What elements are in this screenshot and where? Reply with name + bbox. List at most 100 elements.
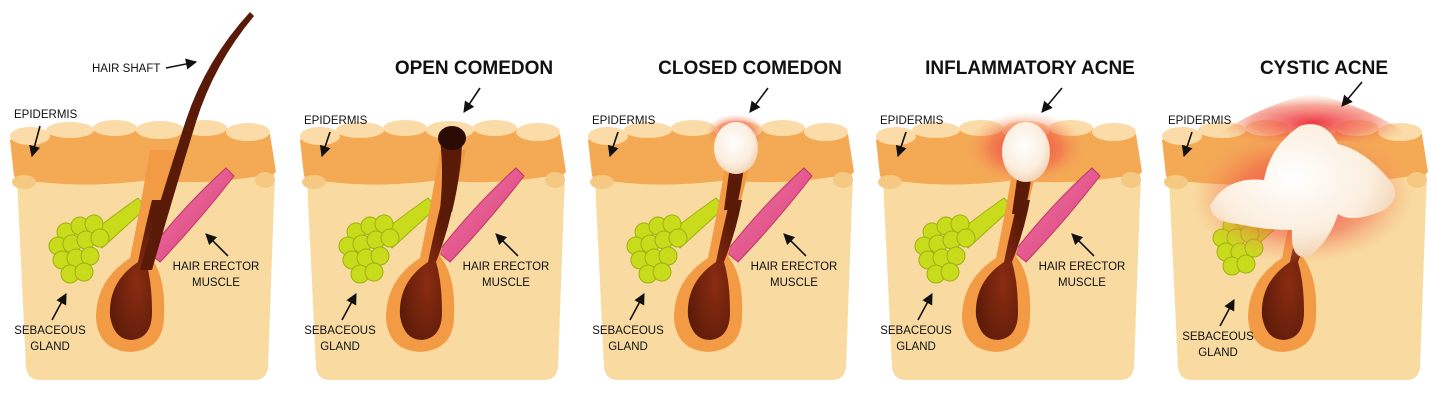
hair-erector-muscle-label-line2: MUSCLE	[482, 277, 530, 289]
sebaceous-gland-label-line2: GLAND	[608, 341, 648, 353]
panel-title: CYSTIC ACNE	[1260, 58, 1388, 79]
skin-surface-bump	[1092, 123, 1136, 141]
hair-erector-muscle	[147, 167, 235, 263]
arrow-icon	[1219, 299, 1235, 327]
hair-shaft	[724, 166, 744, 210]
sebaceous-gland-label: SEBACEOUS	[880, 325, 952, 337]
arrow-icon	[165, 58, 198, 70]
sebaceous-gland-label-line2: GLAND	[320, 341, 360, 353]
arrow-icon	[463, 87, 481, 113]
whitehead-plug	[714, 122, 758, 174]
hair-root	[399, 200, 454, 340]
arrow-icon	[51, 293, 67, 321]
arrow-icon	[1071, 233, 1095, 257]
hair-erector-muscle-label-line2: MUSCLE	[1058, 277, 1106, 289]
skin-surface-bump	[300, 127, 340, 145]
arrow-icon	[341, 293, 357, 321]
pustule	[1002, 122, 1050, 182]
sebaceous-gland-label: SEBACEOUS	[304, 325, 376, 337]
hair-root	[975, 200, 1030, 340]
arrow-icon	[1181, 131, 1193, 158]
sebaceous-gland-label-line2: GLAND	[1198, 347, 1238, 359]
arrow-icon	[629, 293, 645, 321]
skin-edge-bump	[1121, 172, 1141, 188]
cyst	[1210, 124, 1396, 257]
hair-shaft	[1012, 172, 1032, 214]
hair-erector-muscle	[1013, 167, 1101, 263]
skin-surface-bump	[516, 123, 560, 141]
sebaceous-gland-lobule	[370, 246, 390, 266]
hair-shaft	[440, 138, 462, 212]
arrow-icon	[29, 125, 41, 158]
skin-edge-bump	[12, 175, 36, 189]
panel-title: INFLAMMATORY ACNE	[925, 58, 1135, 79]
skin-surface-bump	[671, 120, 715, 136]
epidermis-layer	[10, 127, 276, 185]
sebaceous-gland-lobule	[90, 228, 110, 248]
panel-normal: HAIR SHAFT EPIDERMIS HAIR ERECTOR MUSCLE SEB…	[10, 12, 276, 380]
hair-shaft	[140, 12, 254, 270]
hair-erector-muscle-label-line2: MUSCLE	[192, 277, 240, 289]
sebaceous-gland-lobule	[380, 228, 400, 248]
hair-erector-muscle	[725, 167, 813, 263]
hair-erector-muscle-label-line2: MUSCLE	[770, 277, 818, 289]
skin-edge-bump	[545, 172, 565, 188]
sebaceous-gland-lobule	[658, 246, 678, 266]
sebaceous-gland-label: SEBACEOUS	[14, 325, 86, 337]
skin-surface-bump	[624, 122, 672, 138]
skin-surface-bump	[473, 120, 517, 136]
panel-closed-comedon: CLOSED COMEDON EPIDERMIS HAIR ERECTOR MUSCL…	[588, 58, 854, 380]
epidermis-label: EPIDERMIS	[14, 109, 78, 121]
sebaceous-gland-lobule	[80, 246, 100, 266]
sebaceous-gland-lobule	[1236, 254, 1256, 274]
epidermis-label: EPIDERMIS	[592, 115, 656, 127]
skin-edge-bump	[590, 175, 614, 189]
skin-surface-bump	[588, 127, 628, 145]
hair-erector-muscle-label: HAIR ERECTOR	[751, 261, 838, 273]
skin-surface-bump	[226, 123, 270, 141]
arrow-icon	[783, 233, 807, 257]
skin-surface-bump	[10, 127, 50, 145]
hair-erector-muscle-label: HAIR ERECTOR	[173, 261, 260, 273]
arrow-icon	[1341, 81, 1363, 107]
arrow-icon	[495, 233, 519, 257]
skin-edge-bump	[302, 175, 326, 189]
sebaceous-gland-label-line2: GLAND	[30, 341, 70, 353]
arrow-icon	[749, 87, 769, 113]
skin-edge-bump	[255, 172, 275, 188]
skin-surface-bump	[93, 120, 137, 136]
hair-root	[687, 200, 742, 340]
blackhead-plug	[438, 126, 466, 150]
hair-shaft-label: HAIR SHAFT	[92, 63, 160, 75]
panel-inflammatory-acne: INFLAMMATORY ACNE EPIDERMIS HAIR ERECTOR MU…	[876, 58, 1142, 380]
skin-surface-bump	[383, 120, 427, 136]
arrow-icon	[1041, 87, 1063, 113]
sebaceous-gland-lobule	[668, 228, 688, 248]
sebaceous-gland-lobule	[652, 262, 672, 282]
skin-surface-bump	[1162, 127, 1202, 145]
skin-surface-bump	[136, 121, 184, 139]
epidermis-label: EPIDERMIS	[1168, 115, 1232, 127]
hair-erector-muscle-label: HAIR ERECTOR	[463, 261, 550, 273]
epidermis-label: EPIDERMIS	[304, 115, 368, 127]
arrow-icon	[917, 293, 933, 321]
sebaceous-gland-label: SEBACEOUS	[592, 325, 664, 337]
sebaceous-gland-lobule	[364, 262, 384, 282]
sebaceous-gland-lobule	[956, 228, 976, 248]
skin-edge-bump	[833, 172, 853, 188]
epidermis-label: EPIDERMIS	[880, 115, 944, 127]
skin-edge-bump	[878, 175, 902, 189]
panel-title: CLOSED COMEDON	[658, 58, 842, 79]
arrow-icon	[319, 131, 331, 158]
sebaceous-gland-label: SEBACEOUS	[1182, 331, 1254, 343]
skin-edge-bump	[1164, 175, 1188, 189]
arrow-icon	[895, 131, 907, 158]
sebaceous-gland-lobule	[946, 246, 966, 266]
panel-cystic-acne: CYSTIC ACNE EPIDERMIS SEBACEOUS GLAND	[1162, 58, 1428, 380]
hair-erector-muscle-label: HAIR ERECTOR	[1039, 261, 1126, 273]
sebaceous-gland-lobule	[940, 262, 960, 282]
skin-surface-bump	[336, 122, 384, 138]
skin-surface-bump	[804, 123, 848, 141]
